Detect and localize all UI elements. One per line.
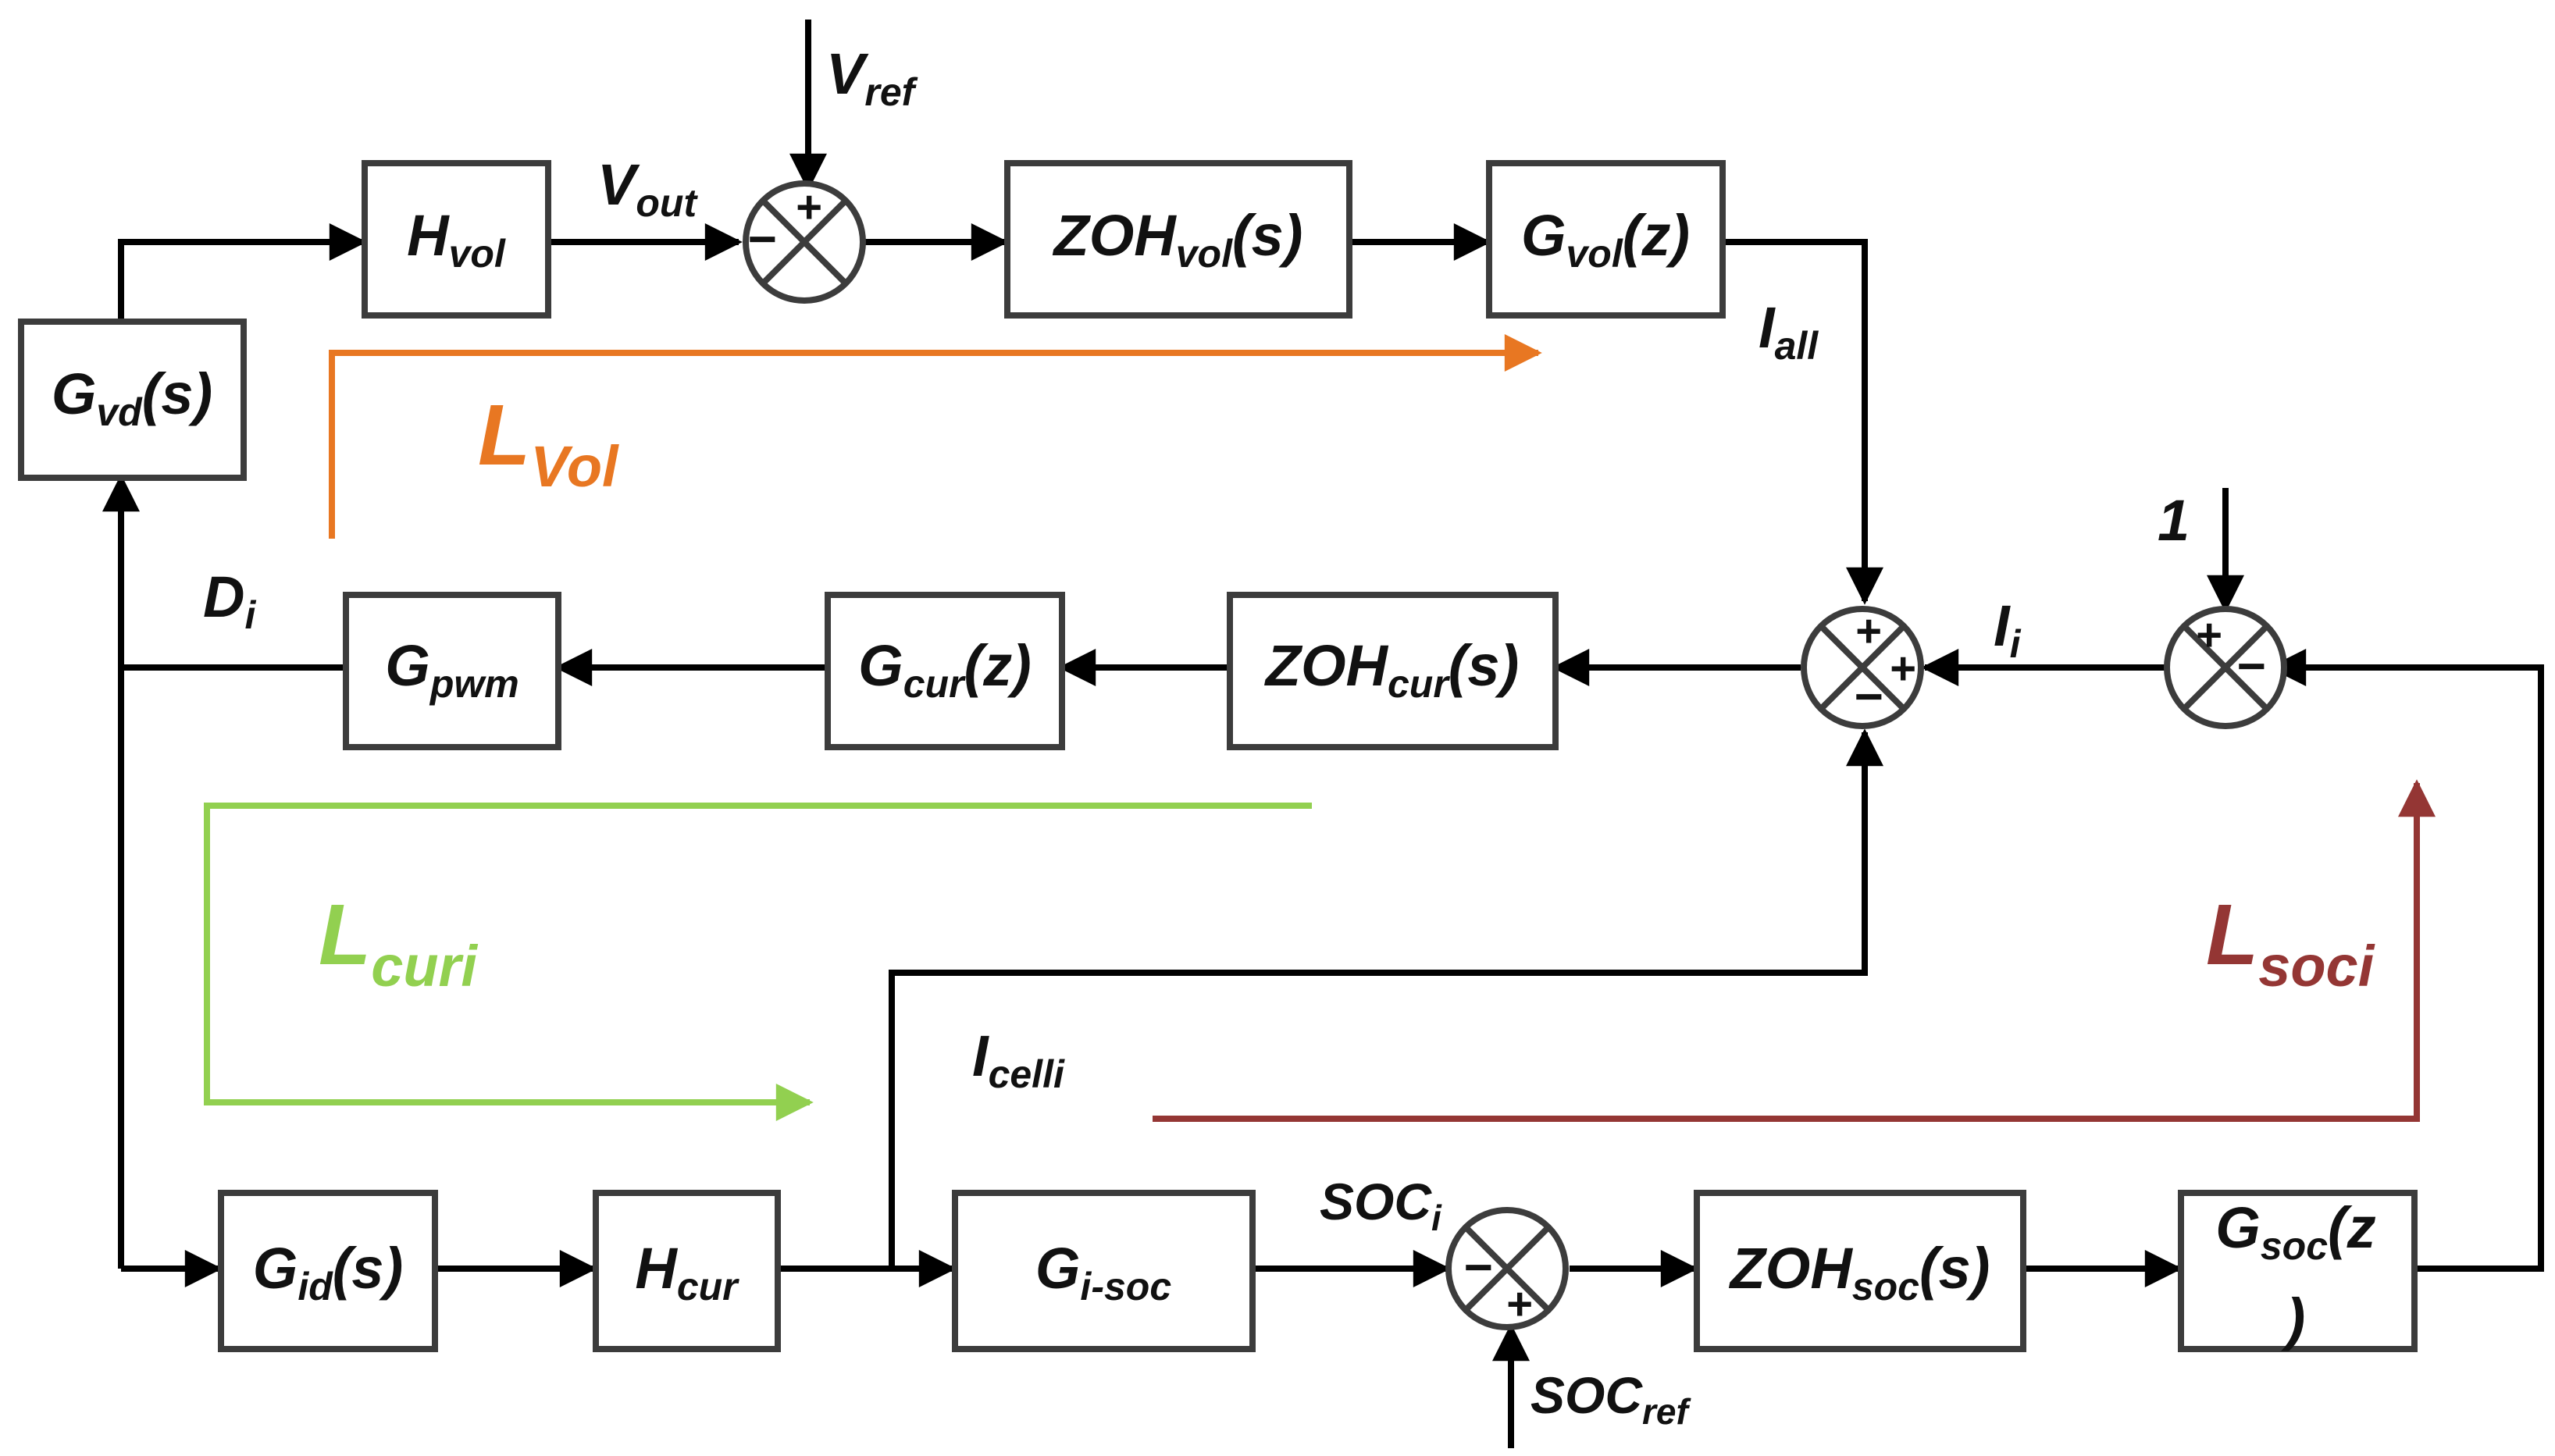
block-gcurz: Gcur(z) bbox=[825, 592, 1065, 750]
block-zohcur-label: ZOHcur(s) bbox=[1264, 633, 1519, 706]
block-gvolz: Gvol(z) bbox=[1486, 160, 1726, 319]
block-gpwm-label: Gpwm bbox=[385, 633, 518, 706]
block-hvol-label: Hvol bbox=[407, 203, 506, 276]
loop-vol-arrow bbox=[329, 334, 1542, 539]
signal-icelli-label: Icelli bbox=[972, 1023, 1065, 1096]
block-gvolz-label: Gvol(z) bbox=[1521, 203, 1690, 276]
signal-socref-label: SOCref bbox=[1531, 1366, 1692, 1432]
signal-ii-label: Ii bbox=[1994, 593, 2022, 666]
summing-junction-soc: − + bbox=[1445, 1207, 1569, 1330]
block-gvd: Gvd(s) bbox=[18, 319, 247, 481]
block-zohvol: ZOHvol(s) bbox=[1004, 160, 1352, 319]
sum4-left-sign: − bbox=[1463, 1239, 1491, 1295]
signal-wires bbox=[102, 20, 2544, 1448]
block-zohsoc: ZOHsoc(s) bbox=[1694, 1190, 2026, 1352]
sum3-right-sign: − bbox=[2236, 638, 2265, 694]
block-gisoc: Gi-soc bbox=[952, 1190, 1256, 1352]
loop-vol-label: LVol bbox=[478, 387, 619, 499]
block-zohcur: ZOHcur(s) bbox=[1227, 592, 1559, 750]
block-hcur-label: Hcur bbox=[635, 1236, 739, 1308]
block-zohsoc-label: ZOHsoc(s) bbox=[1729, 1236, 1990, 1308]
wire-gsoc-to-sum3 bbox=[2268, 649, 2544, 1272]
sum4-bottom-sign: + bbox=[1506, 1279, 1532, 1330]
block-gisoc-label: Gi-soc bbox=[1035, 1236, 1171, 1308]
summing-junction-soc-ratio: + − bbox=[2164, 606, 2287, 729]
block-hcur: Hcur bbox=[593, 1190, 781, 1352]
wire-icelli-to-sum2 bbox=[889, 728, 1883, 1269]
sum2-top-sign: + bbox=[1855, 606, 1881, 657]
sum1-top-sign: + bbox=[795, 182, 821, 233]
sum2-bottom-sign: − bbox=[1853, 668, 1882, 724]
block-gid-label: Gid(s) bbox=[253, 1236, 403, 1308]
wire-gvolz-to-sum2 bbox=[1723, 239, 1883, 605]
block-zohvol-label: ZOHvol(s) bbox=[1053, 203, 1303, 276]
block-gpwm: Gpwm bbox=[343, 592, 561, 750]
summing-junction-current: + + − bbox=[1801, 606, 1924, 729]
signal-one-label: 1 bbox=[2158, 488, 2190, 553]
block-gvd-label: Gvd(s) bbox=[52, 361, 212, 434]
signal-di-label: Di bbox=[203, 564, 256, 637]
signal-soci-label: SOCi bbox=[1320, 1173, 1442, 1238]
wire-gvd-to-hvol bbox=[118, 223, 367, 322]
loop-soci-label: Lsoci bbox=[2206, 887, 2375, 999]
block-gid: Gid(s) bbox=[218, 1190, 438, 1352]
sum2-right-sign: + bbox=[1889, 643, 1915, 694]
loop-curi-label: Lcuri bbox=[319, 887, 478, 999]
sum1-left-sign: − bbox=[747, 211, 775, 267]
signal-iall-label: Iall bbox=[1759, 295, 1819, 368]
block-gsoc: Gsoc(z ) bbox=[2178, 1190, 2418, 1352]
signal-vref-label: Vref bbox=[826, 41, 918, 114]
block-hvol: Hvol bbox=[362, 160, 551, 319]
sum3-top-sign: + bbox=[2195, 610, 2222, 660]
summing-junction-voltage: + − bbox=[743, 180, 866, 304]
block-gsoc-label: Gsoc(z bbox=[2215, 1195, 2375, 1268]
signal-vout-label: Vout bbox=[597, 152, 698, 225]
loop-soci-arrow bbox=[1153, 779, 2436, 1122]
loop-curi-arrow bbox=[204, 803, 1312, 1121]
block-gcurz-label: Gcur(z) bbox=[858, 633, 1032, 706]
